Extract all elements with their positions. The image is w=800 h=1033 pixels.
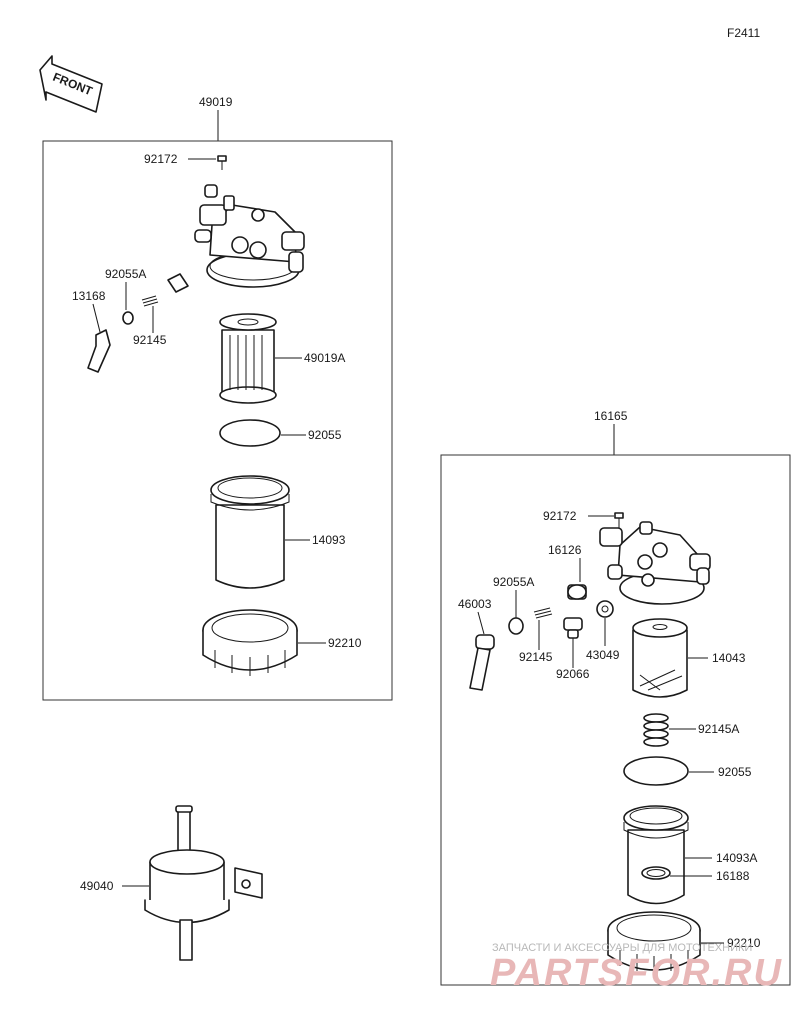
assembly-16165-box [440, 454, 791, 986]
o-ring-icon [122, 311, 134, 325]
assembly-49019-label: 49019 [199, 95, 233, 109]
spring-icon [643, 713, 669, 747]
screw-icon [217, 155, 227, 170]
standalone-part-label: 49040 [80, 879, 114, 893]
part-label: 92145 [519, 650, 553, 664]
filter-element-icon [219, 313, 277, 404]
washer-icon [596, 600, 614, 618]
fuel-cock-head-icon [194, 184, 305, 288]
fuel-cock-head-icon [599, 521, 711, 605]
part-label: 92210 [328, 636, 362, 650]
part-label: 13168 [72, 289, 106, 303]
inline-fuel-filter-icon [144, 805, 263, 961]
o-ring-icon [508, 617, 524, 635]
part-label: 92145A [698, 722, 739, 736]
ring-nut-icon [607, 911, 701, 973]
part-label: 92055A [105, 267, 146, 281]
front-arrow-icon: FRONT [39, 55, 103, 113]
watermark-logo: PARTSFOR.RU [490, 952, 783, 994]
part-label: 92055 [718, 765, 752, 779]
part-label: 92172 [144, 152, 178, 166]
part-label: 43049 [586, 648, 620, 662]
part-label: 49019A [304, 351, 345, 365]
part-label: 16126 [548, 543, 582, 557]
part-label: 92055A [493, 575, 534, 589]
part-label: 14093A [716, 851, 757, 865]
filter-bowl-icon [623, 805, 689, 905]
filter-bowl-icon [210, 475, 290, 589]
watermark-tagline: ЗАПЧАСТИ И АКСЕССУАРЫ ДЛЯ МОТОТЕХНИКИ [492, 942, 752, 954]
assembly-49019-box [42, 140, 393, 701]
figure-code: F2411 [727, 26, 760, 40]
part-label: 16188 [716, 869, 750, 883]
part-label: 46003 [458, 597, 492, 611]
spring-icon [141, 295, 159, 307]
part-label: 92066 [556, 667, 590, 681]
bushing-icon [567, 584, 587, 600]
plug-icon [167, 273, 189, 293]
part-label: 92145 [133, 333, 167, 347]
lever-icon [469, 634, 495, 691]
plug-icon [563, 617, 583, 639]
lever-icon [87, 329, 111, 373]
assembly-16165-label: 16165 [594, 409, 628, 423]
gasket-icon [623, 756, 689, 786]
part-label: 92055 [308, 428, 342, 442]
part-label: 92210 [727, 936, 761, 950]
spring-icon [533, 607, 553, 619]
part-label: 14093 [312, 533, 346, 547]
part-label: 92172 [543, 509, 577, 523]
gasket-icon [219, 419, 281, 447]
screw-icon [614, 512, 624, 528]
ring-nut-icon [202, 609, 298, 676]
part-label: 14043 [712, 651, 746, 665]
filter-cup-icon [632, 618, 688, 698]
